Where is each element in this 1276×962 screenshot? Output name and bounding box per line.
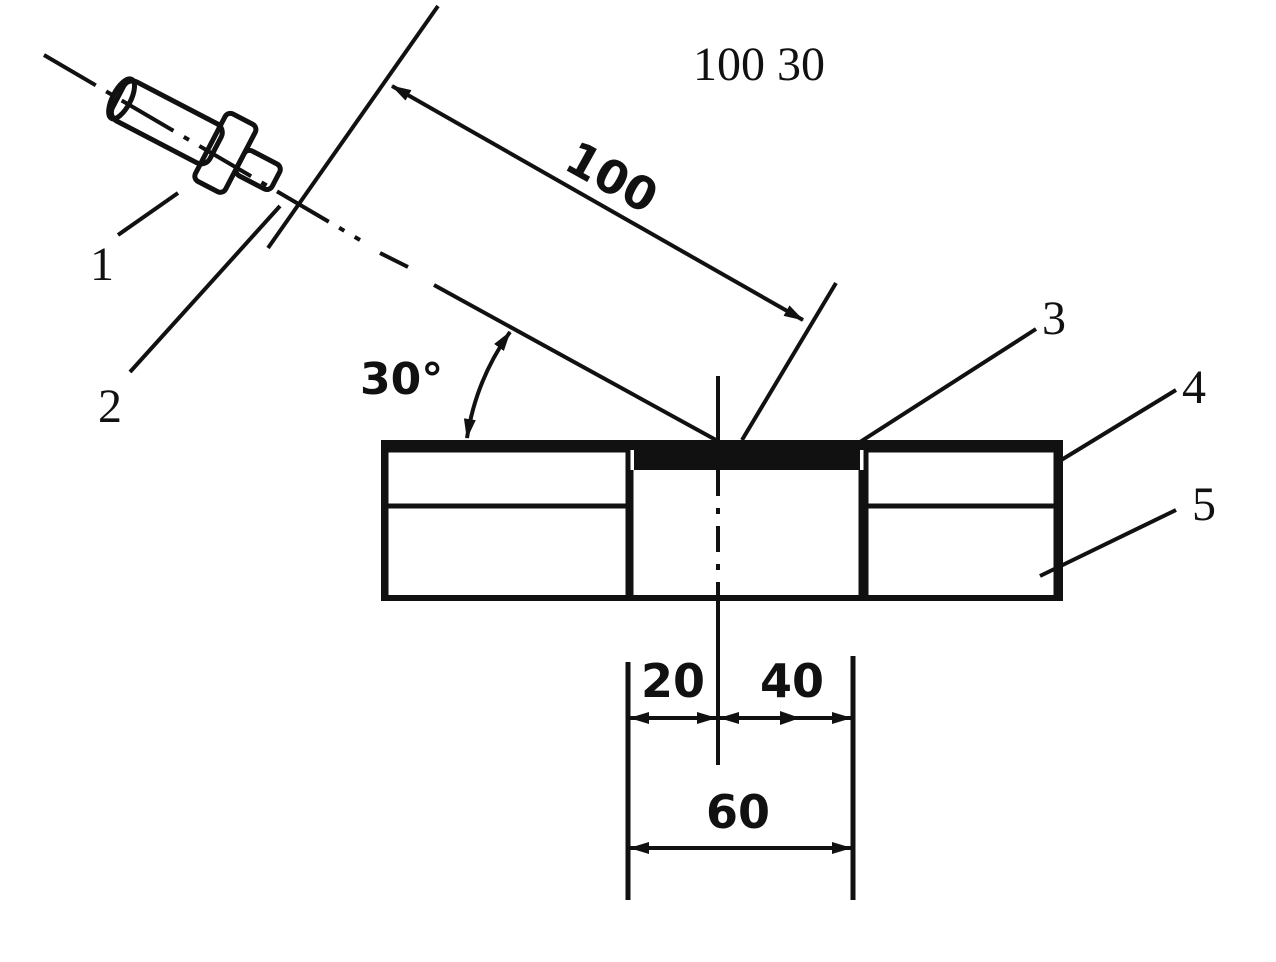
sample-strip [634, 448, 860, 470]
plate-outline [381, 440, 1063, 601]
nozzle-axis-centerline [42, 53, 362, 242]
leader-5 [1039, 508, 1177, 578]
angle-arc [463, 330, 512, 439]
nozzle-assembly [106, 76, 283, 195]
callout-2: 2 [98, 380, 122, 433]
nozzle-axis-dash [379, 251, 409, 269]
leader-2 [128, 204, 282, 374]
leader-3 [858, 327, 1038, 444]
leader-1 [116, 191, 180, 237]
nozzle-body [108, 78, 225, 167]
insulation-left [383, 447, 631, 509]
callout-4: 4 [1182, 361, 1206, 414]
offset-right-label: 40 [760, 654, 824, 708]
offset-right-mid-arrow [780, 711, 800, 725]
header-text: 100 30 [693, 38, 825, 91]
extension-line-sample [740, 281, 838, 442]
leader-4 [1056, 388, 1178, 464]
callout-5: 5 [1192, 478, 1216, 531]
base-block-right [863, 503, 1059, 601]
angle-label: 30° [360, 354, 443, 405]
insulation-right [863, 447, 1059, 509]
base-block-left [383, 503, 631, 601]
distance-dimension-line [391, 84, 804, 322]
sample-plate [381, 440, 1063, 601]
nozzle-end [106, 76, 138, 122]
extension-line-nozzle [266, 4, 440, 250]
spray-axis-line [433, 283, 717, 442]
callout-3: 3 [1042, 292, 1066, 345]
callout-1: 1 [90, 238, 114, 291]
nozzle-tip [233, 147, 283, 193]
offset-left-label: 20 [641, 654, 705, 708]
total-width-label: 60 [706, 785, 770, 839]
